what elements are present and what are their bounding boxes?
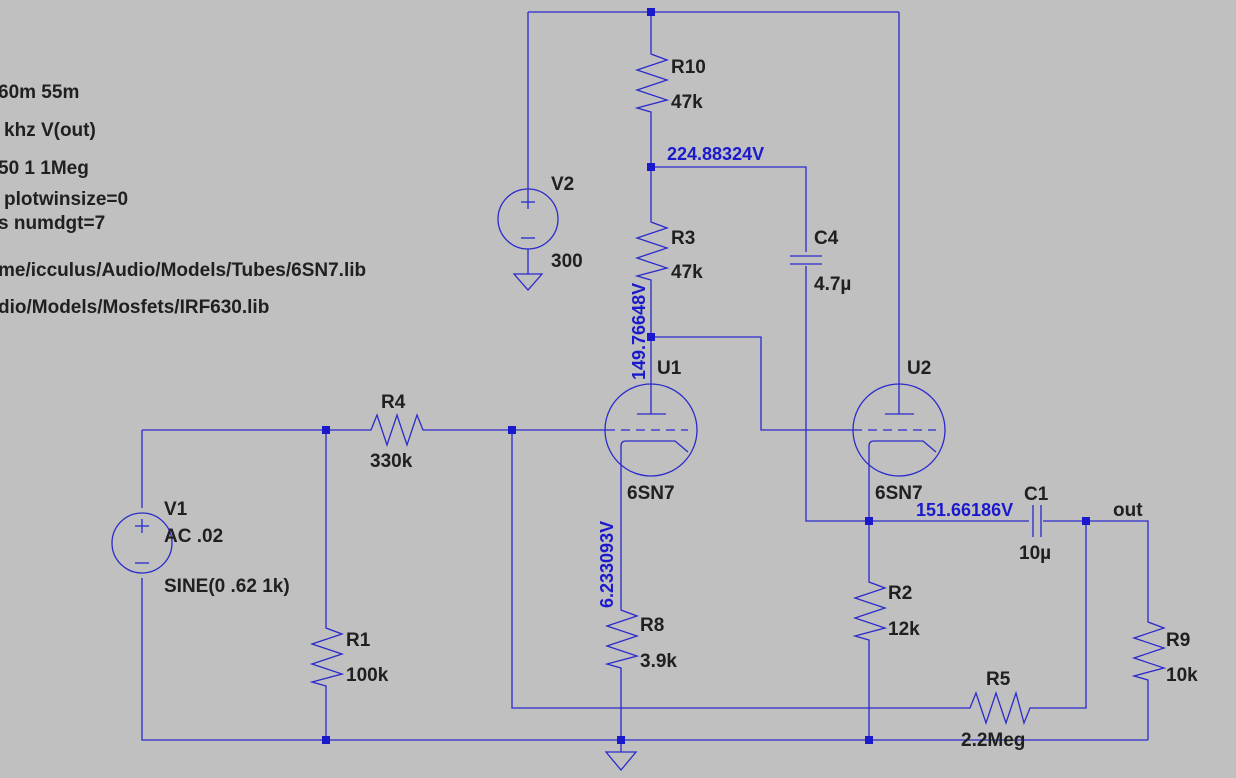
v1-sine: SINE(0 .62 1k) <box>164 576 290 597</box>
directive-ac: 50 1 1Meg <box>0 158 89 179</box>
c1-value: 10µ <box>1019 543 1051 564</box>
u1-model: 6SN7 <box>627 483 675 504</box>
r1-name: R1 <box>346 630 371 651</box>
wire-node-c4[interactable] <box>651 166 807 252</box>
ground-symbol <box>604 751 638 772</box>
junction <box>322 736 330 744</box>
capacitor-c1[interactable]: C1 10µ <box>1019 484 1051 564</box>
junction <box>647 163 655 171</box>
junction <box>1082 517 1090 525</box>
triode-u2[interactable]: U2 6SN7 <box>852 358 946 504</box>
capacitor-c4[interactable]: C4 4.7µ <box>790 228 851 295</box>
resistor-r3[interactable]: R3 47k <box>634 216 703 286</box>
directive-tran: 60m 55m <box>0 82 79 103</box>
wire-r5-out[interactable] <box>1034 521 1087 709</box>
u1-name: U1 <box>657 358 682 379</box>
resistor-r9[interactable]: R9 10k <box>1131 616 1198 686</box>
r1-value: 100k <box>346 665 389 686</box>
wire-out[interactable] <box>1043 520 1149 616</box>
directive-plotwinsize: plotwinsize=0 <box>4 189 128 210</box>
junction <box>617 736 625 744</box>
c4-value: 4.7µ <box>814 274 851 295</box>
junction <box>322 426 330 434</box>
directive-lib-6sn7: me/icculus/Audio/Models/Tubes/6SN7.lib <box>0 260 366 281</box>
r4-name: R4 <box>381 392 406 413</box>
junctions <box>322 8 1090 744</box>
wires <box>141 11 1149 752</box>
wire-ground-rail[interactable] <box>141 578 1148 741</box>
directive-numdgt: s numdgt=7 <box>0 213 105 234</box>
directive-four: khz V(out) <box>4 120 96 141</box>
r2-name: R2 <box>888 583 912 604</box>
r8-name: R8 <box>640 615 664 636</box>
v2-name: V2 <box>551 174 574 195</box>
v2-value: 300 <box>551 251 583 272</box>
r3-value: 47k <box>671 262 703 283</box>
voltage-u1-cathode: 6.233093V <box>597 521 617 608</box>
resistor-r1[interactable]: R1 100k <box>309 622 389 692</box>
r10-value: 47k <box>671 92 703 113</box>
resistor-r10[interactable]: R10 47k <box>634 48 706 118</box>
junction <box>647 8 655 16</box>
resistor-r4[interactable]: R4 330k <box>365 392 428 472</box>
r3-name: R3 <box>671 228 695 249</box>
r10-name: R10 <box>671 57 706 78</box>
wire-u2-grid[interactable] <box>651 336 853 431</box>
voltage-u1-plate: 149.76648V <box>629 283 649 380</box>
directive-lib-irf630: dio/Models/Mosfets/IRF630.lib <box>0 297 269 318</box>
resistor-r8[interactable]: R8 3.9k <box>604 604 677 672</box>
resistor-r2[interactable]: R2 12k <box>852 576 920 646</box>
triode-u1[interactable]: U1 6SN7 <box>604 358 698 504</box>
voltage-source-v2[interactable]: V2 300 <box>497 174 583 291</box>
voltage-source-v1[interactable]: V1 AC .02 SINE(0 .62 1k) <box>111 499 290 597</box>
junction <box>865 736 873 744</box>
u2-name: U2 <box>907 358 931 379</box>
c4-name: C4 <box>814 228 839 249</box>
r9-name: R9 <box>1166 630 1190 651</box>
r5-name: R5 <box>986 669 1011 690</box>
v1-name: V1 <box>164 499 188 520</box>
wire-c4-bottom[interactable] <box>805 266 1029 522</box>
v1-ac: AC .02 <box>164 526 223 547</box>
junction <box>508 426 516 434</box>
resistor-r5[interactable]: R5 2.2Meg <box>961 669 1034 751</box>
junction <box>647 333 655 341</box>
r5-value: 2.2Meg <box>961 730 1025 751</box>
voltage-node-r10-r3: 224.88324V <box>667 144 764 164</box>
voltage-u2-cathode: 151.66186V <box>916 500 1013 520</box>
c1-name: C1 <box>1024 484 1049 505</box>
r8-value: 3.9k <box>640 651 677 672</box>
r9-value: 10k <box>1166 665 1198 686</box>
net-label-out: out <box>1113 500 1143 521</box>
r2-value: 12k <box>888 619 920 640</box>
r4-value: 330k <box>370 451 413 472</box>
u2-model: 6SN7 <box>875 483 923 504</box>
wire-feedback[interactable] <box>511 430 964 709</box>
junction <box>865 517 873 525</box>
spice-directives: 60m 55m khz V(out) 50 1 1Meg plotwinsize… <box>0 82 366 318</box>
